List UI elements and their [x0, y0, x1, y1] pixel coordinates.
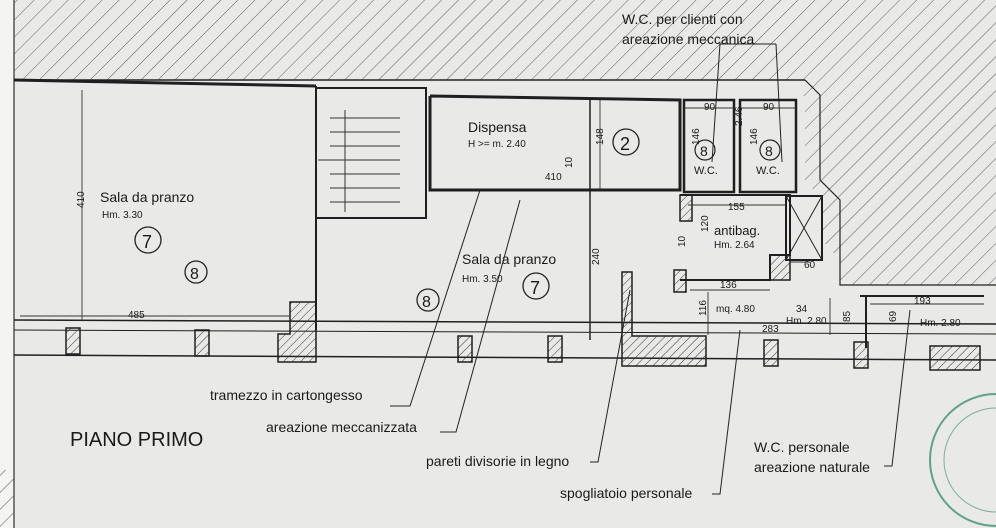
room-spogliatoio-area: mq. 4.80 [716, 304, 755, 315]
circle-8-wc1 [694, 139, 716, 161]
note-pareti: pareti divisorie in legno [426, 453, 569, 469]
wall-sections [65, 194, 981, 371]
circle-8-center [416, 288, 440, 312]
room-sala-center-height: Hm. 3.50 [462, 274, 503, 285]
note-wc-clienti-line1: W.C. per clienti con [622, 11, 743, 27]
circle-2-label: 2 [620, 134, 630, 154]
dim-410-horizontal: 410 [545, 172, 562, 183]
dim-10-b: 10 [677, 235, 688, 247]
dim-90-b: 90 [763, 102, 775, 113]
room-antibag-height: Hm. 2.64 [714, 240, 755, 251]
dim-136: 136 [720, 280, 737, 291]
stamp [929, 393, 996, 527]
circle-8-left [184, 260, 208, 284]
dim-60: 60 [804, 260, 816, 271]
room-right1-height: Hm. 2.80 [786, 316, 827, 327]
leader-lines [390, 43, 911, 495]
note-areazione: areazione meccanizzata [266, 419, 417, 435]
exterior-hatch [14, 0, 996, 286]
annotations: W.C. per clienti con areazione meccanica… [210, 11, 870, 501]
dim-85: 85 [842, 310, 853, 322]
room-dispensa-height: H >= m. 2.40 [468, 139, 526, 150]
dim-10: 10 [564, 156, 575, 168]
room-sala-left-height: Hm. 3.30 [102, 210, 143, 221]
circle-8-wc1-label: 8 [700, 143, 708, 159]
circle-8-wc2-label: 8 [765, 143, 773, 159]
dim-34: 34 [796, 304, 808, 315]
dim-69: 69 [888, 310, 899, 322]
circle-8-center-label: 8 [422, 294, 431, 311]
circle-8-wc2 [759, 139, 781, 161]
note-tramezzo: tramezzo in cartongesso [210, 387, 363, 403]
room-right2-height: Hm. 2.80 [920, 318, 961, 329]
note-wc-clienti-line2: areazione meccanica [622, 31, 755, 47]
staircase [318, 110, 400, 212]
dim-193: 193 [914, 296, 931, 307]
dim-120: 120 [700, 215, 711, 232]
dim-90-a: 90 [704, 102, 716, 113]
room-wc2-name: W.C. [756, 165, 780, 177]
dim-485: 485 [128, 310, 145, 321]
dimension-lines [20, 90, 984, 338]
note-wc-personale-line1: W.C. personale [754, 439, 850, 455]
dim-155: 155 [728, 202, 745, 213]
dim-146-b: 146 [749, 128, 760, 145]
circle-7-center-label: 7 [530, 278, 540, 298]
dim-148: 148 [595, 128, 606, 145]
circle-2 [612, 128, 640, 156]
dim-116: 116 [698, 300, 709, 316]
page-edge [0, 0, 15, 528]
room-antibag-name: antibag. [714, 223, 760, 238]
dimension-labels: 410 485 148 410 10 240 90 90 146 2.46 14… [76, 102, 931, 335]
circle-8-left-label: 8 [190, 266, 199, 283]
dim-283: 283 [762, 324, 779, 335]
circle-7-left [134, 226, 162, 254]
room-wc1-name: W.C. [694, 165, 718, 177]
circle-7-center [522, 272, 550, 300]
room-sala-center-name: Sala da pranzo [462, 251, 556, 267]
room-sala-left-name: Sala da pranzo [100, 189, 194, 205]
dim-240: 240 [591, 248, 602, 265]
room-dispensa-name: Dispensa [468, 119, 527, 135]
dim-146-a: 146 [691, 128, 702, 145]
plan-title: PIANO PRIMO [70, 429, 203, 451]
circle-7-left-label: 7 [142, 232, 152, 252]
note-spogliatoio: spogliatoio personale [560, 485, 693, 501]
dim-246: 2.46 [734, 106, 745, 126]
dim-410-vertical: 410 [76, 191, 87, 208]
note-wc-personale-line2: areazione naturale [754, 459, 870, 475]
room-labels: Sala da pranzo Hm. 3.30 7 8 Dispensa H >… [100, 119, 961, 329]
